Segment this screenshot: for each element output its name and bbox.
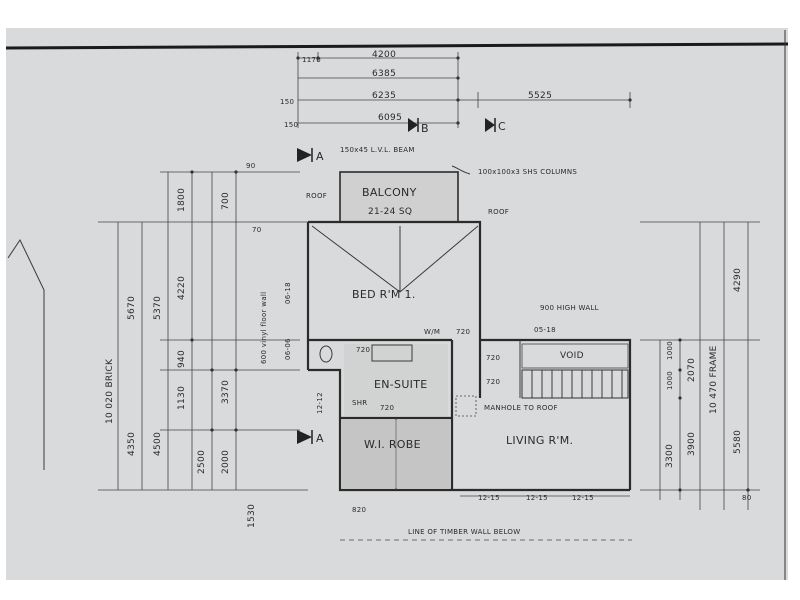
dim-5670: 5670 xyxy=(127,296,137,320)
dim-4350: 4350 xyxy=(127,432,137,456)
dim-3300: 3300 xyxy=(665,444,675,468)
section-b-label: B xyxy=(421,122,429,135)
wir-floor xyxy=(342,420,450,488)
beam-note: 150x45 L.V.L. BEAM xyxy=(340,146,415,154)
high-wall-note: 900 HIGH WALL xyxy=(540,304,599,312)
roof-note-left: ROOF xyxy=(306,192,327,200)
manhole-note: MANHOLE TO ROOF xyxy=(484,404,558,412)
sheet-fold-mark xyxy=(7,238,45,470)
dim-1530: 1530 xyxy=(247,504,257,528)
wir-dim: 12-12 xyxy=(316,392,324,414)
half-wall-note: 600 vinyl floor wall xyxy=(260,292,268,364)
dim-5370: 5370 xyxy=(153,296,163,320)
opening-720-d: 720 xyxy=(356,346,370,354)
living-label: LIVING R'M. xyxy=(506,434,573,447)
top-dimension-lines xyxy=(296,52,632,128)
ensuite-dim: 06-06 xyxy=(284,338,292,360)
section-a-top-label: A xyxy=(316,150,324,163)
dim-4290: 4290 xyxy=(733,268,743,292)
void-label: VOID xyxy=(560,351,584,361)
dim-4500: 4500 xyxy=(153,432,163,456)
dim-4200: 4200 xyxy=(372,50,396,60)
dim-90: 90 xyxy=(246,162,256,170)
dim-5580: 5580 xyxy=(733,430,743,454)
opening-720-c: 720 xyxy=(486,378,500,386)
section-a-bottom-label: A xyxy=(316,432,324,445)
section-marker-a-bottom xyxy=(297,430,313,444)
dim-1170: 1170 xyxy=(302,56,321,64)
living-dim-1: 12-15 xyxy=(478,494,500,502)
section-marker-b xyxy=(408,118,419,132)
section-c-label: C xyxy=(498,120,506,133)
bedroom-label: BED R'M 1. xyxy=(352,288,416,301)
columns-leader xyxy=(451,165,471,175)
dim-940: 940 xyxy=(177,350,187,368)
opening-720-e: 720 xyxy=(380,404,394,412)
bedroom-dim: 06-18 xyxy=(284,282,292,304)
timber-wall-note: LINE OF TIMBER WALL BELOW xyxy=(408,528,520,536)
section-marker-c xyxy=(485,118,496,132)
opening-720-a: 720 xyxy=(456,328,470,336)
right-dimension-lines xyxy=(640,221,760,510)
ensuite-label: EN-SUITE xyxy=(374,378,428,391)
dim-3900: 3900 xyxy=(687,432,697,456)
dim-1130: 1130 xyxy=(177,386,187,410)
exterior-walls xyxy=(306,220,632,492)
wir-label: W.I. ROBE xyxy=(364,438,421,451)
dim-4220: 4220 xyxy=(177,276,187,300)
dim-2070: 2070 xyxy=(687,358,697,382)
dim-10020-brick: 10 020 BRICK xyxy=(105,358,115,424)
living-dim-2: 12-15 xyxy=(526,494,548,502)
dim-6235: 6235 xyxy=(372,91,396,101)
living-dim-3: 12-15 xyxy=(572,494,594,502)
dim-2000: 2000 xyxy=(221,450,231,474)
void-outline xyxy=(521,343,629,369)
void-dim: 05-18 xyxy=(534,326,556,334)
dim-700: 700 xyxy=(221,192,231,210)
dim-150-a: 150 xyxy=(280,98,294,106)
balcony-label: BALCONY xyxy=(362,186,417,199)
roof-note-right: ROOF xyxy=(488,208,509,216)
left-dimension-lines xyxy=(98,170,308,491)
dim-1800: 1800 xyxy=(177,188,187,212)
toilet-symbol xyxy=(319,345,333,363)
dim-70: 70 xyxy=(252,226,262,234)
manhole-symbol xyxy=(455,395,477,417)
dim-10470-frame: 10 470 FRAME xyxy=(709,345,719,414)
opening-wm: W/M xyxy=(424,328,440,336)
bedroom-ceiling-lines xyxy=(311,225,479,293)
dim-3370: 3370 xyxy=(221,380,231,404)
stair-treads xyxy=(521,369,629,399)
ensuite-floor xyxy=(344,344,448,416)
shower-label: SHR xyxy=(352,399,367,407)
dim-5525: 5525 xyxy=(528,91,552,101)
columns-note: 100x100x3 SHS COLUMNS xyxy=(478,168,577,176)
balcony-area: 21-24 SQ xyxy=(368,207,412,217)
scan-paper xyxy=(6,28,788,580)
opening-720-b: 720 xyxy=(486,354,500,362)
dim-1000-b: 1000 xyxy=(666,371,674,390)
vanity-symbol xyxy=(371,344,413,362)
sheet-top-border xyxy=(5,42,789,50)
dim-1000-a: 1000 xyxy=(666,341,674,360)
dim-80: 80 xyxy=(742,494,752,502)
dim-6095: 6095 xyxy=(378,113,402,123)
section-marker-a-top xyxy=(297,148,313,162)
dim-150-b: 150 xyxy=(284,121,298,129)
dim-6385: 6385 xyxy=(372,69,396,79)
opening-820: 820 xyxy=(352,506,366,514)
dim-2500: 2500 xyxy=(197,450,207,474)
